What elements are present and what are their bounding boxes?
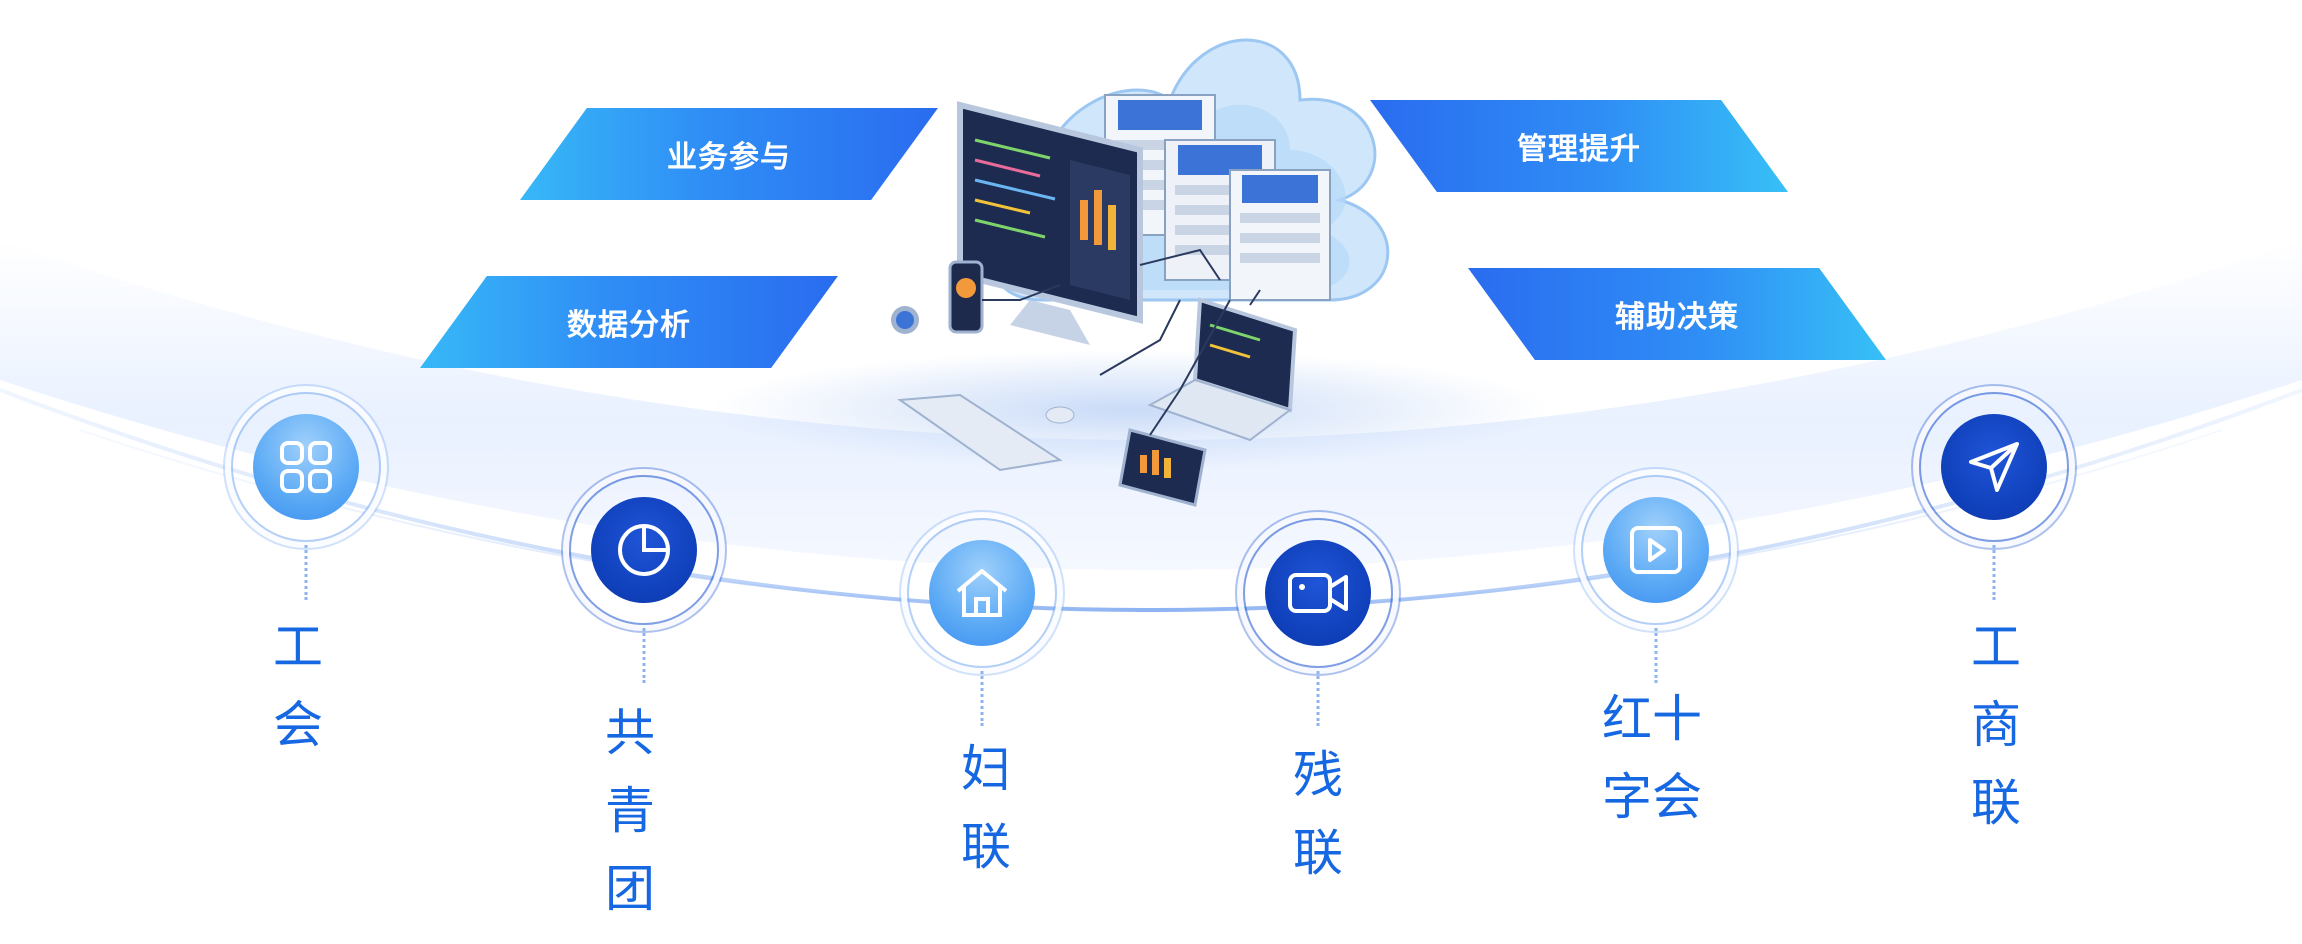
grid-icon [280, 441, 332, 493]
node-core [929, 540, 1035, 646]
node-label-youth-league: 共 青 团 [605, 704, 655, 918]
mouse-icon [1045, 406, 1075, 424]
laptop-icon [1147, 297, 1298, 442]
node-core [591, 497, 697, 603]
send-icon [1969, 442, 2019, 492]
banner-management-improvement: 管理提升 [1370, 100, 1788, 192]
node-connector [642, 628, 646, 683]
node-connector [1316, 671, 1320, 726]
node-disabled-federation[interactable] [1243, 518, 1393, 668]
play-icon [1630, 526, 1682, 574]
node-connector [1654, 628, 1658, 683]
banner-business-participation-label: 业务参与 [667, 140, 791, 175]
connection-lines [982, 248, 1261, 436]
node-halo [231, 392, 381, 542]
node-halo [1581, 475, 1731, 625]
node-label-industry-commerce: 工 商 联 [1971, 618, 2021, 832]
banner-management-improvement-label: 管理提升 [1517, 132, 1641, 167]
node-core [1603, 497, 1709, 603]
pie-chart-icon [618, 524, 670, 576]
banner-data-analysis: 数据分析 [420, 276, 838, 368]
node-halo [1243, 518, 1393, 668]
keyboard-icon [897, 393, 1063, 472]
node-halo [569, 475, 719, 625]
banner-decision-support: 辅助决策 [1468, 268, 1886, 360]
node-core [1265, 540, 1371, 646]
node-core [1941, 414, 2047, 520]
node-connector [304, 545, 308, 600]
video-camera-icon [1288, 573, 1348, 613]
node-industry-commerce[interactable] [1919, 392, 2069, 542]
node-youth-league[interactable] [569, 475, 719, 625]
tablet-icon [1118, 428, 1207, 507]
node-label-trade-union: 工 会 [273, 618, 323, 754]
node-core [253, 414, 359, 520]
node-label-disabled-federation: 残 联 [1293, 746, 1343, 882]
node-connector [980, 671, 984, 726]
banner-data-analysis-label: 数据分析 [567, 308, 691, 343]
node-womens-federation[interactable] [907, 518, 1057, 668]
node-label-red-cross: 红十 字会 [1602, 690, 1702, 826]
banner-business-participation: 业务参与 [520, 108, 938, 200]
node-halo [1919, 392, 2069, 542]
node-halo [907, 518, 1057, 668]
phone-icon [948, 260, 984, 334]
monitor-icon [957, 101, 1143, 345]
watch-icon [891, 306, 919, 334]
node-red-cross[interactable] [1581, 475, 1731, 625]
home-icon [956, 569, 1008, 617]
node-label-womens-federation: 妇 联 [961, 740, 1011, 876]
node-trade-union[interactable] [231, 392, 381, 542]
banner-decision-support-label: 辅助决策 [1615, 300, 1739, 335]
node-connector [1992, 545, 1996, 600]
